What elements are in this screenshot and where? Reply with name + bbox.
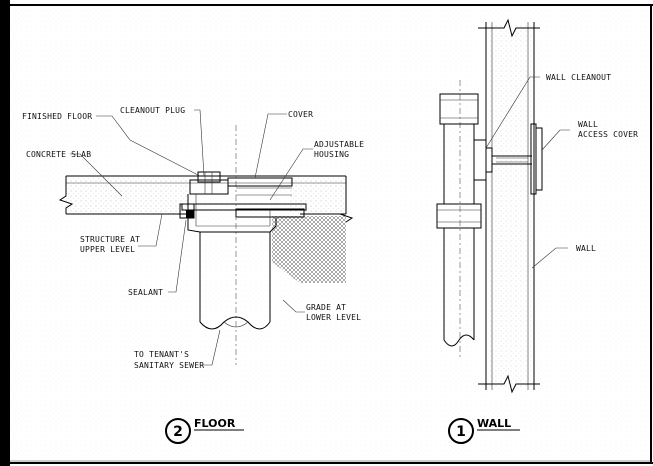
label-grade-2: LOWER LEVEL — [306, 313, 361, 322]
wall-access-cover — [530, 123, 543, 195]
concrete-slab — [58, 175, 354, 223]
floor-pipe — [199, 232, 271, 330]
label-sewer-1: TO TENANT'S — [134, 350, 189, 359]
label-finished-floor: FINISHED FLOOR — [22, 112, 92, 121]
label-access-cover-1: WALL — [578, 120, 598, 129]
label-grade-1: GRADE AT — [306, 303, 346, 312]
floor-detail: FINISHED FLOOR CLEANOUT PLUG COVER CONCR… — [22, 106, 364, 444]
wall-pipe — [436, 93, 532, 347]
wall-detail: WALL CLEANOUT WALL ACCESS COVER WALL 1 W… — [436, 18, 638, 444]
label-wall-cleanout: WALL CLEANOUT — [546, 73, 611, 82]
floor-leaders — [70, 109, 313, 366]
wall-detail-number: 1 — [456, 424, 466, 440]
wall-section — [478, 18, 540, 394]
wall-leaders — [485, 76, 570, 269]
floor-detail-title-text: FLOOR — [194, 417, 236, 430]
label-sewer-2: SANITARY SEWER — [134, 361, 204, 370]
grade-hatch — [272, 216, 346, 283]
label-structure-2: UPPER LEVEL — [80, 245, 135, 254]
cleanout-assembly — [179, 171, 307, 233]
wall-detail-title-text: WALL — [477, 417, 511, 430]
label-concrete-slab: CONCRETE SLAB — [26, 150, 91, 159]
label-sealant: SEALANT — [128, 288, 163, 297]
label-wall: WALL — [576, 244, 596, 253]
label-adjustable-housing-2: HOUSING — [314, 150, 349, 159]
floor-detail-number: 2 — [173, 424, 183, 440]
label-structure-1: STRUCTURE AT — [80, 235, 140, 244]
wall-detail-title: 1 WALL — [448, 417, 520, 444]
label-cleanout-plug: CLEANOUT PLUG — [120, 106, 185, 115]
label-access-cover-2: ACCESS COVER — [578, 130, 638, 139]
floor-detail-title: 2 FLOOR — [165, 417, 244, 444]
label-adjustable-housing-1: ADJUSTABLE — [314, 140, 364, 149]
label-cover: COVER — [288, 110, 313, 119]
